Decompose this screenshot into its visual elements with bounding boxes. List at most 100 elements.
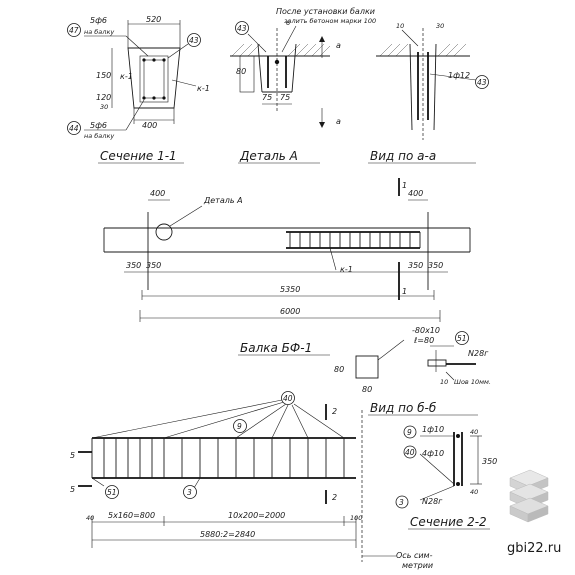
bubble-43-detail-label: 43 [237, 24, 247, 33]
bubble-40-elev [281, 391, 295, 405]
note-after-install: После установки балки [276, 7, 375, 16]
title-beam-bf1: Балка БФ-1 [240, 341, 312, 355]
bubble-43-detail [235, 21, 249, 35]
bubble-51-elev-label: 51 [107, 488, 117, 497]
dim-6000: 6000 [280, 307, 300, 316]
dim-plate-80h: 80 [334, 365, 344, 374]
detail-a-marker [155, 223, 173, 241]
label-detail-a-callout: Деталь А [203, 196, 243, 205]
sec-mark-1-top: 1 [402, 181, 407, 190]
dim-100: 100 [350, 514, 362, 522]
bubble-43-view [475, 75, 489, 89]
title-view-a-a: Вид по а-а [370, 149, 436, 163]
bubble-47 [67, 23, 81, 37]
bubble-40-sec [403, 445, 417, 459]
view-a-a: 10 30 1ф12 43 Вид по а-а [368, 22, 489, 164]
dim-80-detail: 80 [236, 67, 246, 76]
dim-30-view: 30 [436, 22, 444, 30]
bubble-51-plate [455, 331, 469, 345]
bubble-44 [67, 121, 81, 135]
note-on-beam-bottom: на балку [84, 132, 114, 140]
dim-400: 400 [142, 121, 157, 130]
bubble-51-elev [105, 485, 119, 499]
bubble-44-label: 44 [69, 124, 79, 133]
label-k1-right: к-1 [197, 84, 210, 93]
bubble-47-label: 47 [69, 26, 79, 35]
rebar-1f10: 1ф10 [422, 425, 444, 434]
view-b-b: Вид по б-б [368, 401, 478, 416]
bubble-9-sec [403, 425, 417, 439]
dim-350-3: 350 [408, 261, 423, 270]
note-pour-concrete: залить бетоном марки 100 [284, 17, 376, 25]
note-on-beam-top: на балку [84, 28, 114, 36]
note-weld: Шов 10мм. [454, 378, 491, 386]
watermark: gbi22.ru [507, 469, 561, 556]
label-n28g-sec: N28г [422, 497, 443, 506]
label-n28g-plate: N28г [468, 349, 489, 358]
sec-mark-1-bottom: 1 [402, 287, 407, 296]
dim-5350: 5350 [280, 285, 300, 294]
bubble-3-elev [183, 485, 197, 499]
rebar-top-5f6: 5ф6 [90, 16, 107, 25]
reinforcement-elevation: 40 9 3 51 5 5 2 2 40 5х160=800 10х200=20… [70, 391, 433, 570]
svg-text:а: а [336, 41, 341, 50]
title-section-1-1: Сечение 1-1 [100, 149, 177, 163]
title-view-b-b: Вид по б-б [370, 401, 437, 415]
dim-10-view: 10 [396, 22, 404, 30]
dim-30: 30 [100, 103, 108, 111]
detail-a: 75 75 80 6 После установки балки залить … [230, 7, 376, 164]
label-k1-left: к-1 [120, 72, 133, 81]
bubble-9-sec-label: 9 [407, 428, 412, 437]
beam-bf1-header: Балка БФ-1 [238, 341, 330, 356]
bubble-40-sec-label: 40 [405, 448, 415, 457]
watermark-text: gbi22.ru [507, 541, 561, 556]
label-axis-symmetry-2: метрии [402, 561, 433, 570]
beam-elevation: Деталь А 400 400 1 1 к-1 350 350 350 350… [103, 178, 471, 322]
dim-120: 120 [96, 93, 111, 102]
rebar-4f10: 4ф10 [422, 449, 444, 458]
note-plate-len: ℓ=80 [413, 336, 434, 345]
bubble-40-elev-label: 40 [283, 394, 293, 403]
mark-5-bottom: 5 [70, 485, 75, 494]
rebar-1f12: 1ф12 [448, 71, 470, 80]
rebar-bottom-5f6: 5ф6 [90, 121, 107, 130]
dim-s22-350: 350 [482, 457, 497, 466]
label-k1-beam: к-1 [340, 265, 353, 274]
section-stirrup-inner [143, 59, 165, 99]
bubble-3-sec [395, 495, 409, 509]
bubble-51-plate-label: 51 [457, 334, 467, 343]
dim-5x160: 5х160=800 [108, 511, 155, 520]
section-1-1: 520 400 150 120 30 к-1 к-1 5ф6 на балку … [67, 15, 210, 164]
mark-5-top: 5 [70, 451, 75, 460]
mark-2-bottom: 2 [332, 493, 337, 502]
dim-75-a: 75 [262, 93, 272, 102]
mark-2-top: 2 [332, 407, 337, 416]
bubble-9-elev-label: 9 [237, 422, 242, 431]
dim-520: 520 [146, 15, 161, 24]
dim-6-detail: 6 [286, 19, 290, 27]
dim-40: 40 [86, 514, 94, 522]
section-stirrup [139, 55, 169, 103]
plate-square [355, 355, 379, 379]
watermark-logo-icon [509, 469, 549, 523]
bubble-9-elev [233, 419, 247, 433]
section-2-2: 1ф10 9 4ф10 40 N28г 3 40 350 40 Сечение … [395, 425, 497, 530]
dim-plate-80w: 80 [362, 385, 372, 394]
dim-350-1: 350 [126, 261, 141, 270]
title-detail-a: Деталь А [239, 149, 298, 163]
bubble-3-sec-label: 3 [399, 498, 404, 507]
dim-350-2: 350 [146, 261, 161, 270]
svg-text:а: а [336, 117, 341, 126]
bubble-43-section [187, 33, 201, 47]
bubble-43-view-label: 43 [477, 78, 487, 87]
bubble-43-section-label: 43 [189, 36, 199, 45]
note-plate-size: -80х10 [412, 326, 440, 335]
dim-s22-40-top: 40 [470, 428, 478, 436]
dim-400-right: 400 [408, 189, 423, 198]
dim-150: 150 [96, 71, 111, 80]
dim-400-left: 400 [150, 189, 165, 198]
dim-weld-10: 10 [440, 378, 448, 386]
label-axis-symmetry-1: Ось сим- [396, 551, 433, 560]
dim-s22-40-bottom: 40 [470, 488, 478, 496]
